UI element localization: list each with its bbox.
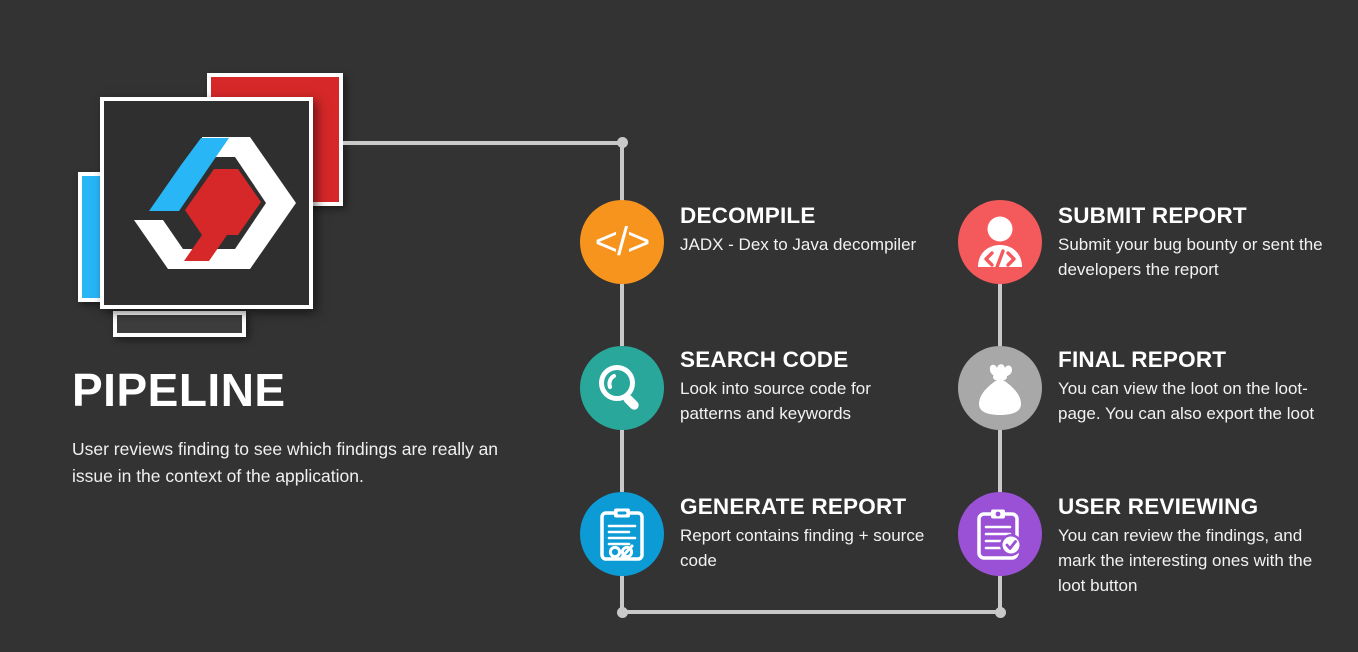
page-description: User reviews finding to see which findin… [72,439,499,487]
code-brackets-icon[interactable]: </> [580,200,664,284]
code-brackets-glyph: </> [594,220,651,264]
connector-left-v3 [620,430,624,492]
step-desc-generate-report: Report contains finding + source code [680,526,925,570]
connector-top-horizontal [343,141,624,145]
step-title-submit-report: SUBMIT REPORT [1058,203,1247,228]
step-title-final-report: FINAL REPORT [1058,347,1227,372]
logo-stack [0,0,400,360]
logo-card-gray [113,311,246,337]
connector-right-v1 [998,284,1002,346]
step-desc-decompile: JADX - Dex to Java decompiler [680,235,917,254]
step-title-generate-report: GENERATE REPORT [680,494,907,519]
page-title: PIPELINE [72,364,286,416]
logo-card-main [100,97,313,309]
loot-bag-icon[interactable] [958,346,1042,430]
step-desc-user-reviewing: You can review the findings, and mark th… [1058,526,1313,595]
connector-right-v3 [998,576,1002,614]
clipboard-check-glyph [977,509,1022,560]
headline-block: PIPELINE User reviews finding to see whi… [72,366,542,491]
pipeline-hex-logo-icon [134,137,296,269]
clipboard-report-icon[interactable] [580,492,664,576]
magnifier-icon[interactable] [580,346,664,430]
step-title-decompile: DECOMPILE [680,203,816,228]
connector-bottom-horizontal [620,610,1002,614]
step-desc-search-code: Look into source code for patterns and k… [680,379,871,423]
connector-left-v4 [620,576,624,614]
clipboard-report-glyph [600,508,644,561]
step-desc-final-report: You can view the loot on the loot-page. … [1058,379,1315,423]
step-title-user-reviewing: USER REVIEWING [1058,494,1259,519]
step-title-search-code: SEARCH CODE [680,347,849,372]
loot-bag-glyph [979,364,1021,415]
connector-dot-bottom-left [617,607,628,618]
magnifier-glyph [599,365,639,410]
developer-person-icon[interactable] [958,200,1042,284]
connector-left-v1 [620,141,624,202]
developer-person-glyph [978,216,1022,269]
clipboard-check-icon[interactable] [958,492,1042,576]
connector-right-v2 [998,430,1002,492]
connector-left-v2 [620,284,624,346]
step-desc-submit-report: Submit your bug bounty or sent the devel… [1058,235,1323,279]
